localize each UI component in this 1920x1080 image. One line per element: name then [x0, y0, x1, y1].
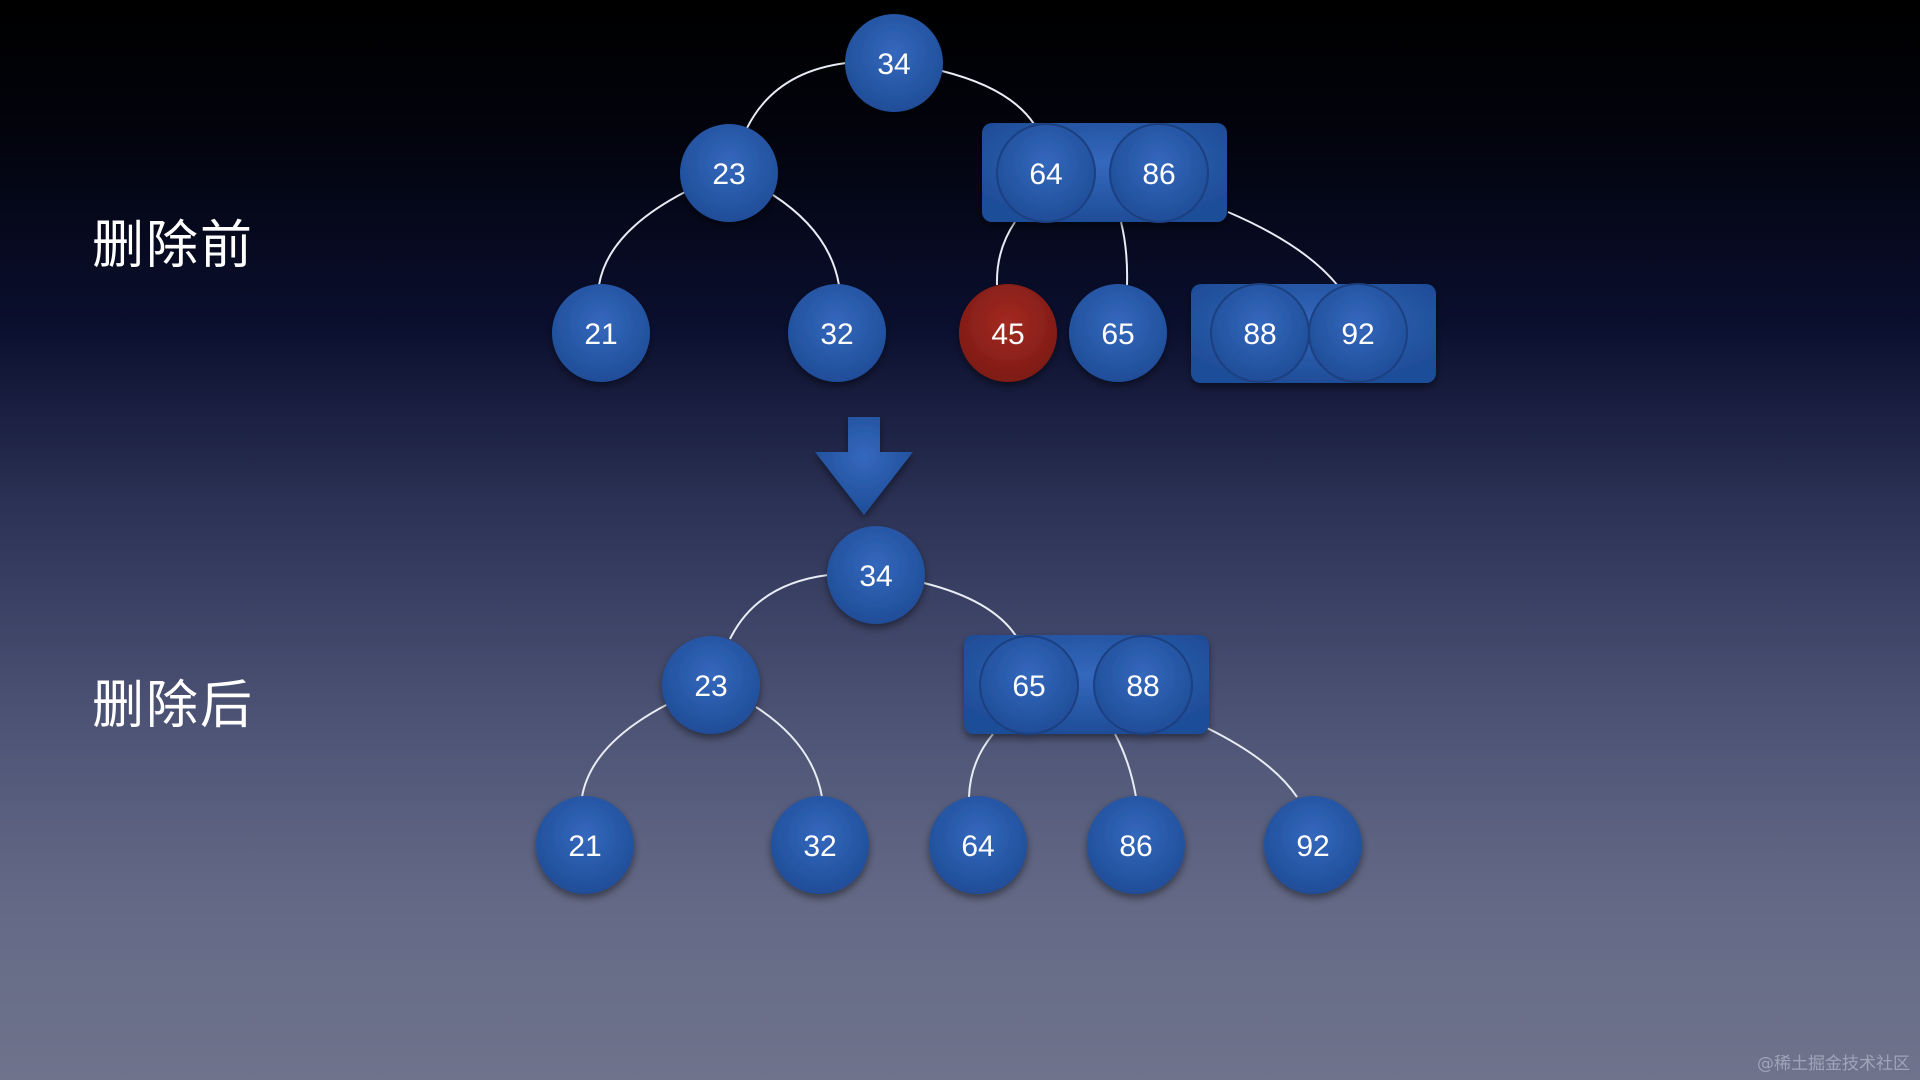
edge-before-86-65 — [1120, 221, 1129, 286]
key-after-92: 92 — [1296, 830, 1329, 863]
key-before-65: 65 — [1101, 318, 1134, 351]
watermark: @稀土掘金技术社区 — [1757, 1054, 1910, 1074]
edge-after-34-65-88 — [923, 582, 1017, 637]
node-after-65-88: 65 88 — [964, 635, 1209, 735]
key-after-65: 65 — [1012, 670, 1045, 703]
key-after-32: 32 — [803, 830, 836, 863]
edge-after-88-92 — [1206, 727, 1298, 798]
key-before-34: 34 — [877, 48, 910, 81]
edge-before-34-23 — [746, 62, 847, 129]
edge-before-23-21 — [598, 191, 686, 286]
node-after-21: 21 — [536, 796, 634, 894]
key-after-34: 34 — [859, 560, 892, 593]
after-edges — [581, 574, 1298, 798]
node-before-34: 34 — [845, 14, 943, 112]
key-after-88: 88 — [1126, 670, 1159, 703]
node-before-45-deleted: 45 — [959, 284, 1057, 382]
node-after-92: 92 — [1264, 796, 1362, 894]
node-after-86: 86 — [1087, 796, 1185, 894]
key-before-23: 23 — [712, 158, 745, 191]
key-before-21: 21 — [584, 318, 617, 351]
label-before-deletion: 删除前 — [92, 216, 255, 276]
edge-before-86-88-92 — [1227, 211, 1339, 287]
key-before-86: 86 — [1142, 158, 1175, 191]
key-before-45: 45 — [991, 318, 1024, 351]
key-before-88: 88 — [1243, 318, 1276, 351]
before-tree: 34 23 64 86 21 32 45 65 — [552, 14, 1436, 383]
node-before-88-92: 88 92 — [1191, 283, 1436, 383]
node-after-32: 32 — [771, 796, 869, 894]
label-after-deletion: 删除后 — [92, 676, 255, 736]
edge-before-34-64-86 — [941, 70, 1035, 125]
before-edges — [598, 62, 1339, 287]
node-before-32: 32 — [788, 284, 886, 382]
node-after-64: 64 — [929, 796, 1027, 894]
edge-after-88-86 — [1114, 733, 1137, 798]
key-after-86: 86 — [1119, 830, 1152, 863]
key-after-23: 23 — [694, 670, 727, 703]
after-tree: 34 23 65 88 21 32 64 86 — [536, 526, 1362, 894]
edge-after-23-32 — [755, 706, 823, 798]
edge-after-34-23 — [729, 574, 829, 640]
edge-before-64-45 — [995, 221, 1016, 286]
node-after-23: 23 — [662, 636, 760, 734]
key-after-64: 64 — [961, 830, 994, 863]
node-before-64-86: 64 86 — [982, 123, 1227, 223]
key-before-64: 64 — [1029, 158, 1062, 191]
edge-after-65-64 — [968, 733, 994, 798]
node-before-21: 21 — [552, 284, 650, 382]
key-before-92: 92 — [1341, 318, 1374, 351]
node-after-34: 34 — [827, 526, 925, 624]
edge-before-23-32 — [772, 194, 840, 286]
edge-after-23-21 — [581, 703, 669, 798]
key-after-21: 21 — [568, 830, 601, 863]
node-before-65: 65 — [1069, 284, 1167, 382]
arrow-down-icon — [815, 417, 913, 515]
key-before-32: 32 — [820, 318, 853, 351]
node-before-23: 23 — [680, 124, 778, 222]
